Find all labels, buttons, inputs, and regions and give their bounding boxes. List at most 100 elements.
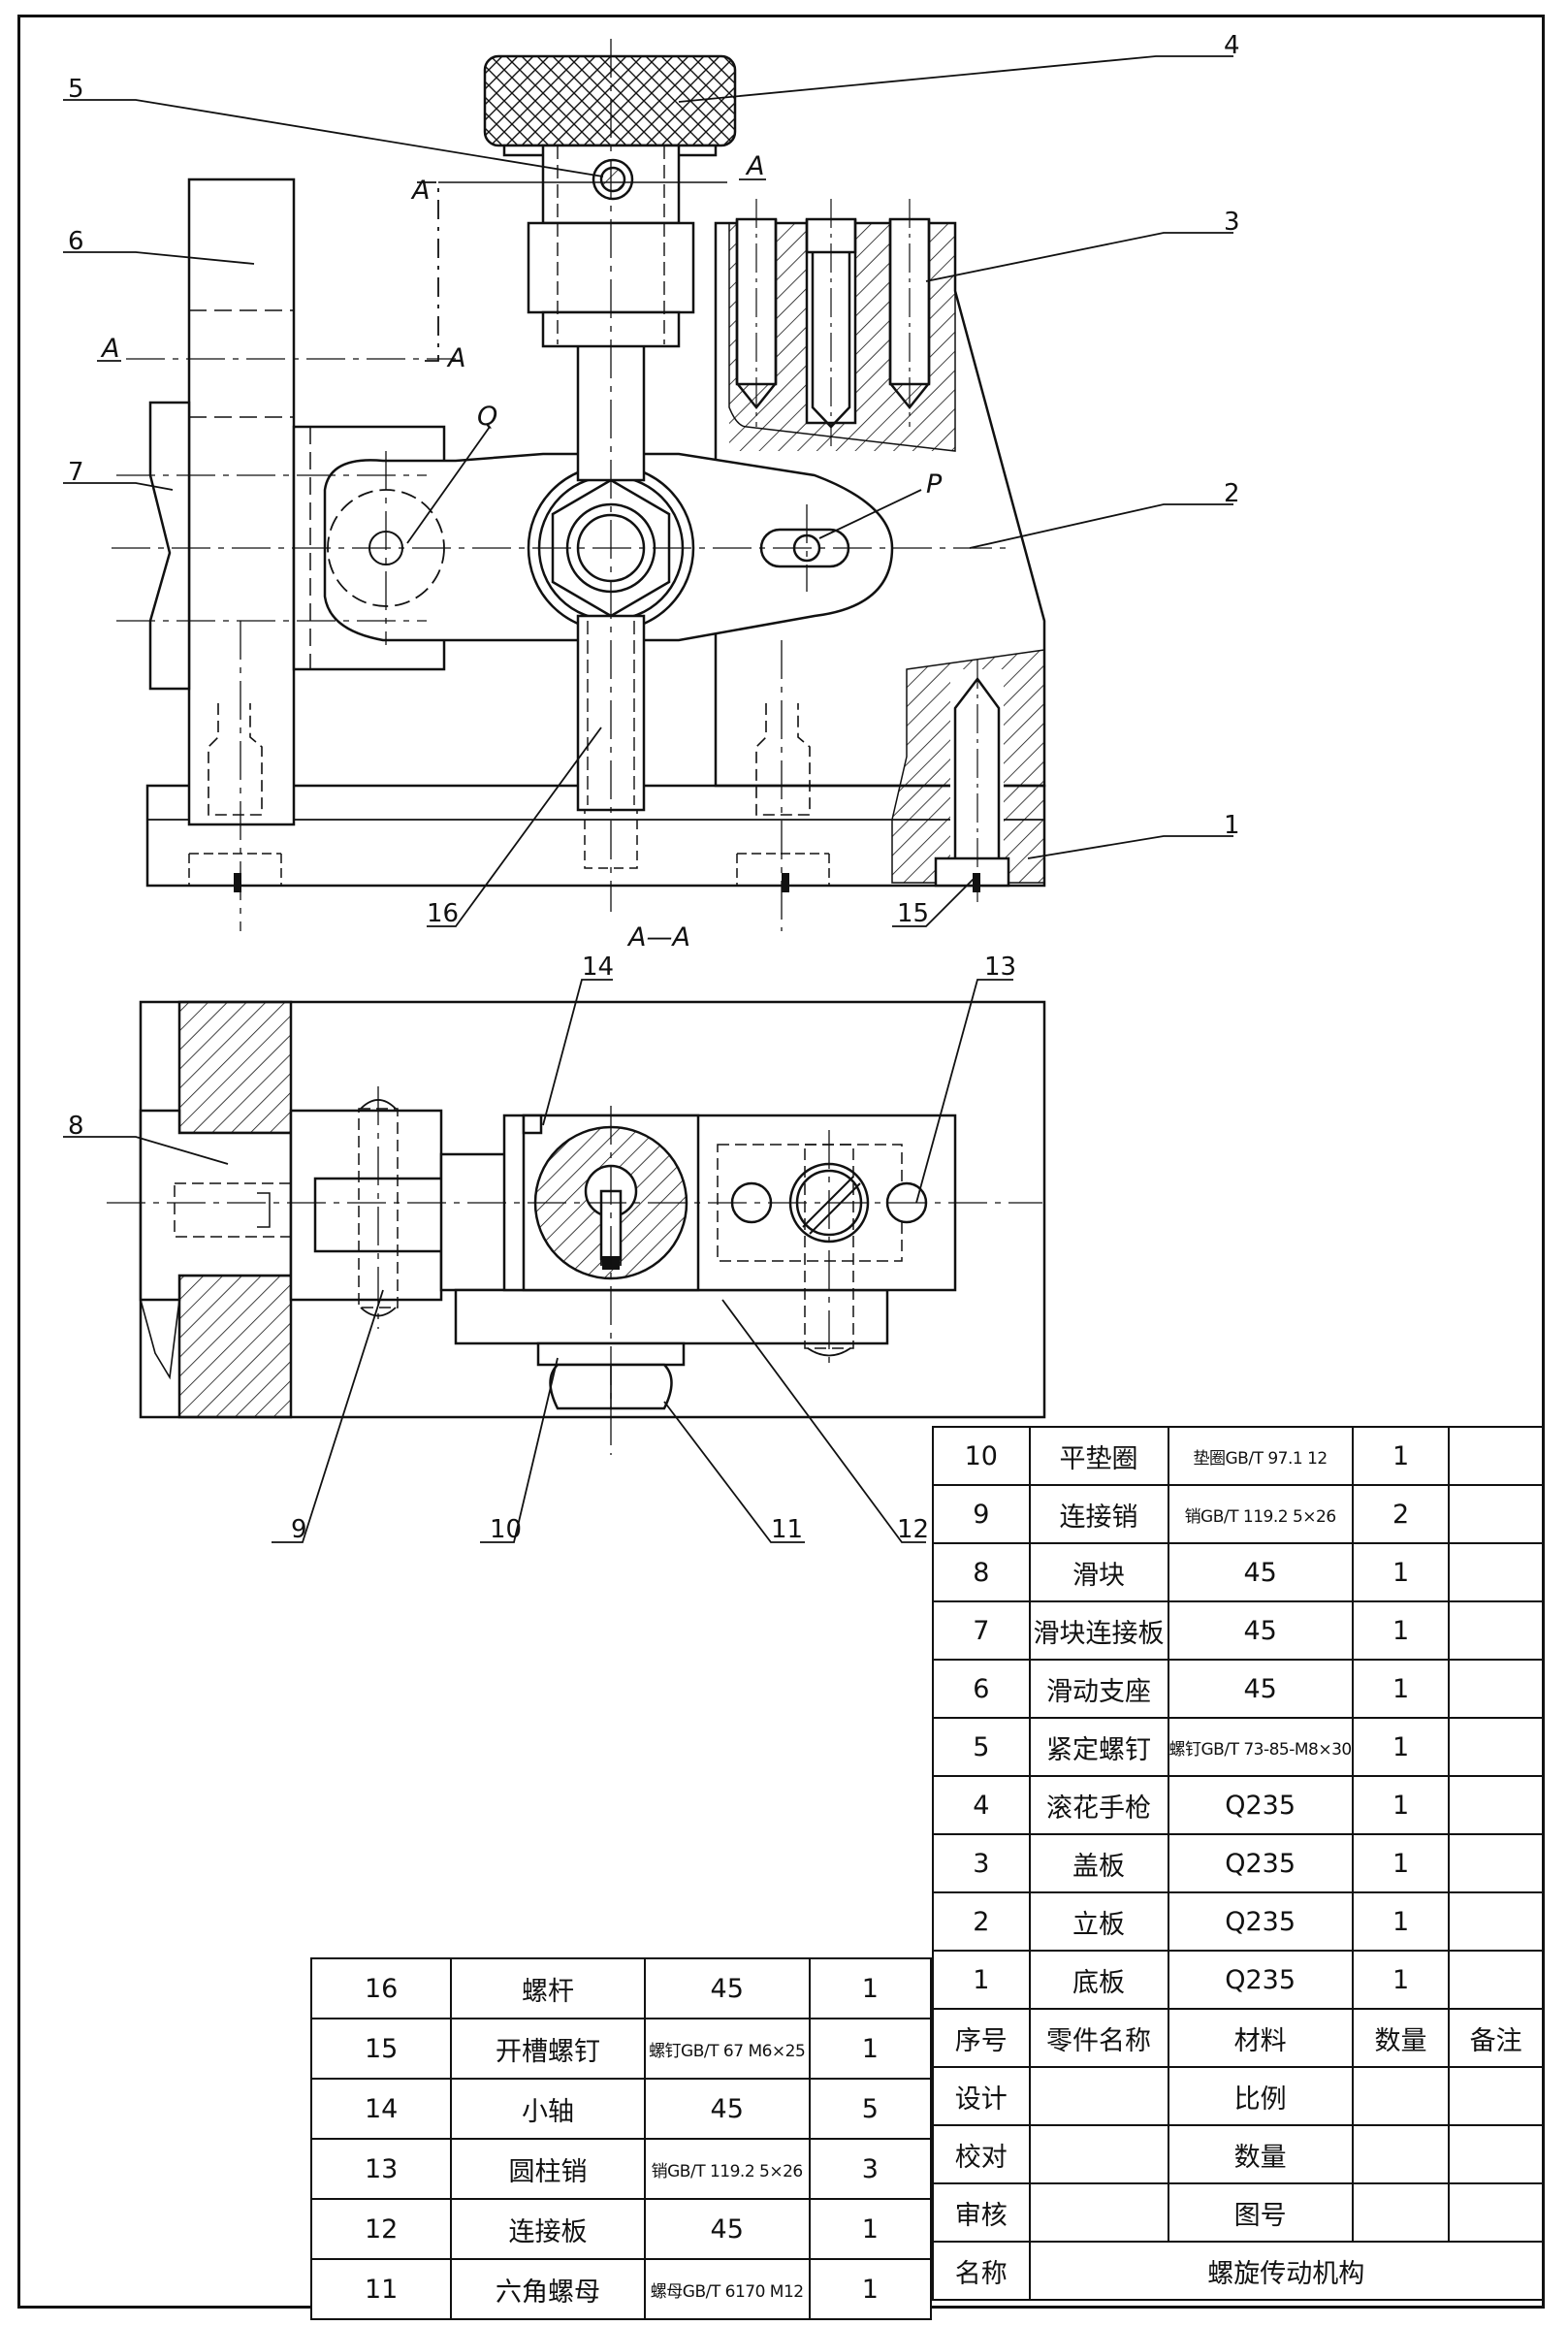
part-number: 13 (309, 2138, 453, 2200)
title-name-label: 名称 (932, 2241, 1031, 2301)
callout-4: 4 (1224, 31, 1240, 60)
part-number: 11 (309, 2258, 453, 2320)
slider-connecting-plate (148, 401, 191, 691)
part-number: 15 (309, 2018, 453, 2080)
part-name: 底板 (1028, 1950, 1169, 2010)
callouts: 4 5 3 6 7 2 1 16 15 14 13 8 9 10 11 12 A… (68, 31, 1240, 1544)
part-name: 滑块连接板 (1028, 1600, 1169, 1661)
part-note (1448, 1542, 1544, 1602)
part-name: 滑动支座 (1028, 1659, 1169, 1719)
title-scale: 比例 (1167, 2066, 1354, 2126)
callout-10: 10 (490, 1515, 522, 1544)
part-note (1448, 1775, 1544, 1835)
part-note (1448, 1426, 1544, 1486)
part-material: 45 (643, 1957, 811, 2019)
part-number: 14 (309, 2078, 453, 2140)
part-name: 滚花手枪 (1028, 1775, 1169, 1835)
part-material: Q235 (1167, 1891, 1354, 1952)
callout-12: 12 (897, 1515, 929, 1544)
part-name: 盖板 (1028, 1833, 1169, 1893)
part-name: 平垫圈 (1028, 1426, 1169, 1486)
part-name: 滑块 (1028, 1542, 1169, 1602)
callout-9: 9 (291, 1515, 307, 1544)
slider (139, 1109, 293, 1302)
title-design: 设计 (932, 2066, 1031, 2126)
part-material: 45 (643, 2198, 811, 2260)
callout-2: 2 (1224, 479, 1240, 508)
part-name: 圆柱销 (450, 2138, 646, 2200)
section-mark-a-1: A (745, 151, 764, 181)
title-drawing-no: 图号 (1167, 2182, 1354, 2243)
part-number: 6 (932, 1659, 1031, 1719)
part-note (1448, 1659, 1544, 1719)
callout-6: 6 (68, 227, 84, 256)
part-number: 9 (932, 1484, 1031, 1544)
part-material: 垫圈GB/T 97.1 12 (1167, 1426, 1354, 1486)
part-name: 连接板 (450, 2198, 646, 2260)
section-mark-a-4: A (446, 343, 465, 373)
part-name: 六角螺母 (450, 2258, 646, 2320)
part-material: Q235 (1167, 1775, 1354, 1835)
part-material: 45 (1167, 1542, 1354, 1602)
part-name: 紧定螺钉 (1028, 1717, 1169, 1777)
part-qty: 1 (1351, 1775, 1451, 1835)
part-qty: 1 (1351, 1717, 1451, 1777)
part-qty: 1 (1351, 1542, 1451, 1602)
part-material: 螺钉GB/T 67 M6×25 (643, 2018, 811, 2080)
part-name: 小轴 (450, 2078, 646, 2140)
part-number: 7 (932, 1600, 1031, 1661)
title-check: 校对 (932, 2124, 1031, 2184)
label-q: Q (477, 402, 497, 432)
title-quantity: 数量 (1167, 2124, 1354, 2184)
part-name: 连接销 (1028, 1484, 1169, 1544)
part-material: 销GB/T 119.2 5×26 (643, 2138, 811, 2200)
part-material: 螺母GB/T 6170 M12 (643, 2258, 811, 2320)
header-qty: 数量 (1351, 2008, 1451, 2068)
part-qty: 1 (1351, 1950, 1451, 2010)
part-qty: 1 (808, 2198, 933, 2260)
leader-lines (63, 55, 1233, 1543)
part-qty: 2 (1351, 1484, 1451, 1544)
part-qty: 1 (808, 1957, 933, 2019)
front-view (112, 39, 1046, 931)
callout-5: 5 (68, 75, 84, 104)
callout-14: 14 (582, 953, 614, 982)
part-qty: 1 (1351, 1891, 1451, 1952)
title-row-review: 审核 图号 (932, 2182, 1544, 2243)
section-mark-a-3: A (100, 334, 119, 364)
label-p: P (926, 469, 943, 500)
part-number: 16 (309, 1957, 453, 2019)
part-name: 螺杆 (450, 1957, 646, 2019)
part-number: 1 (932, 1950, 1031, 2010)
title-name-value: 螺旋传动机构 (1028, 2241, 1545, 2301)
part-qty: 1 (1351, 1833, 1451, 1893)
callout-8: 8 (68, 1112, 84, 1141)
part-number: 2 (932, 1891, 1031, 1952)
part-name: 开槽螺钉 (450, 2018, 646, 2080)
title-review: 审核 (932, 2182, 1031, 2243)
part-material: 销GB/T 119.2 5×26 (1167, 1484, 1354, 1544)
callout-13: 13 (984, 953, 1016, 982)
part-qty: 1 (808, 2018, 933, 2080)
title-row-check: 校对 数量 (932, 2124, 1544, 2184)
part-number: 10 (932, 1426, 1031, 1486)
callout-3: 3 (1224, 208, 1240, 237)
part-name: 立板 (1028, 1891, 1169, 1952)
